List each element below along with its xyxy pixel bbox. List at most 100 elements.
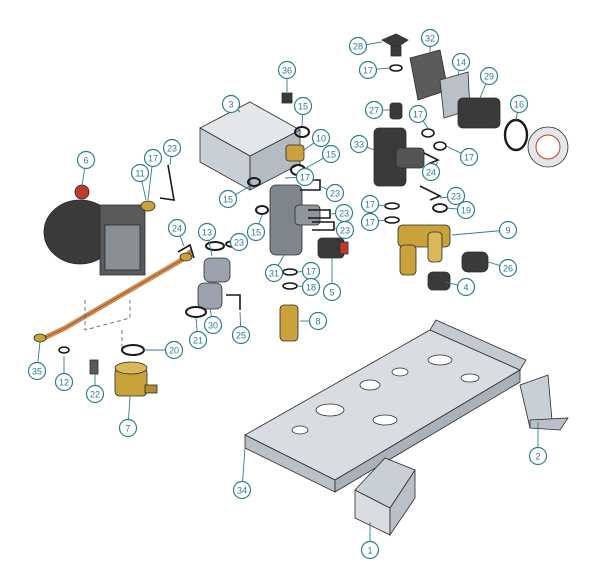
chassis-hole xyxy=(315,403,345,417)
callout-leader-line xyxy=(277,254,285,266)
callout-leader-line xyxy=(439,196,448,199)
brass-valve-outlet xyxy=(144,384,158,394)
callout-circle xyxy=(85,384,105,404)
callout-number: 34 xyxy=(237,486,247,496)
callout-leader-line xyxy=(487,261,500,266)
callout-circle xyxy=(229,232,249,252)
o-ring xyxy=(432,203,448,213)
callout-leader-line xyxy=(305,157,324,169)
callout-leader-line xyxy=(235,185,251,196)
callout-number: 17 xyxy=(365,200,375,210)
callout-circle xyxy=(446,186,466,206)
chassis-hole xyxy=(427,354,453,366)
callout-number: 23 xyxy=(451,192,461,202)
callout-number: 23 xyxy=(340,226,350,236)
elbow-fitting xyxy=(197,282,223,310)
callout-circle xyxy=(167,218,187,238)
callout-leader-line xyxy=(378,204,386,207)
o-ring xyxy=(294,126,310,138)
callout-circle xyxy=(246,222,266,242)
callout-circle xyxy=(459,147,479,167)
o-ring xyxy=(185,306,207,318)
retaining-clip xyxy=(417,149,440,165)
callout-number: 27 xyxy=(369,106,379,116)
elbow-fitting xyxy=(203,257,231,283)
callout-circle xyxy=(188,330,208,350)
callout-circle xyxy=(162,138,182,158)
callout-leader-line xyxy=(37,341,41,363)
guide-line xyxy=(84,300,131,331)
o-ring xyxy=(205,241,225,251)
callout-circle xyxy=(420,28,440,48)
sensor-tip xyxy=(339,241,349,255)
callout-number: 18 xyxy=(306,283,316,293)
callout-leader-line xyxy=(303,142,315,151)
callout-leader-line xyxy=(445,145,462,154)
callout-circle xyxy=(221,94,241,114)
callout-number: 17 xyxy=(363,66,373,76)
callout-leader-line xyxy=(209,307,212,317)
retaining-clip xyxy=(177,243,195,259)
retaining-clip xyxy=(226,294,241,310)
callout-leader-line xyxy=(479,83,487,99)
callout-number: 8 xyxy=(315,317,320,327)
callout-circle xyxy=(322,282,342,302)
callout-number: 5 xyxy=(329,288,334,298)
callout-circle xyxy=(293,96,313,116)
large-o-ring xyxy=(503,118,529,152)
callout-circle xyxy=(231,325,251,345)
callout-leader-line xyxy=(242,447,246,482)
callout-leader-line xyxy=(319,185,328,190)
callout-number: 25 xyxy=(236,331,246,341)
callout-number: 26 xyxy=(503,264,513,274)
callout-leader-line xyxy=(179,235,185,247)
callout-leader-line xyxy=(451,230,500,236)
callout-leader-line xyxy=(301,114,304,127)
o-ring xyxy=(255,205,269,215)
callout-leader-line xyxy=(128,395,131,420)
callout-number: 2 xyxy=(535,452,540,462)
callout-number: 23 xyxy=(234,238,244,248)
brass-nipple xyxy=(285,144,305,162)
callout-circle xyxy=(325,183,345,203)
callout-number: 17 xyxy=(300,173,310,183)
callout-circle xyxy=(509,94,529,114)
callout-circle xyxy=(232,480,252,500)
o-ring xyxy=(140,200,156,212)
callout-number: 35 xyxy=(32,367,42,377)
hydraulic-block-arm xyxy=(395,147,425,169)
brass-manifold-leg xyxy=(427,231,443,263)
callout-number: 14 xyxy=(456,58,466,68)
o-ring xyxy=(384,202,400,210)
callout-number: 23 xyxy=(339,209,349,219)
callout-circle xyxy=(264,263,284,283)
callout-leader-line xyxy=(435,161,439,166)
callout-number: 23 xyxy=(330,189,340,199)
pressure-gauge-dial xyxy=(535,134,561,160)
callout-number: 17 xyxy=(148,154,158,164)
bracket-top xyxy=(354,457,416,509)
callout-circle xyxy=(27,361,47,381)
o-ring xyxy=(121,344,145,356)
callout-circle xyxy=(479,66,499,86)
fitting-cap xyxy=(281,92,293,104)
callout-number: 17 xyxy=(413,110,423,120)
callout-leader-line xyxy=(239,311,242,327)
callout-circle xyxy=(277,60,297,80)
callout-number: 17 xyxy=(365,218,375,228)
callout-number: 19 xyxy=(461,206,471,216)
o-ring xyxy=(179,252,193,262)
callout-leader-line xyxy=(446,207,458,210)
callout-circle xyxy=(498,258,518,278)
callout-leader-line xyxy=(284,176,297,179)
callout-number: 29 xyxy=(484,72,494,82)
callout-number: 32 xyxy=(425,34,435,44)
callout-number: 17 xyxy=(464,153,474,163)
retaining-clip xyxy=(312,221,335,231)
callout-circle xyxy=(197,222,217,242)
callout-circle xyxy=(118,418,138,438)
callout-number: 10 xyxy=(316,134,326,144)
callout-circle xyxy=(164,340,184,360)
chassis-hole xyxy=(359,379,381,391)
callout-group: 1234567891011121314151515151617171717171… xyxy=(27,28,548,560)
